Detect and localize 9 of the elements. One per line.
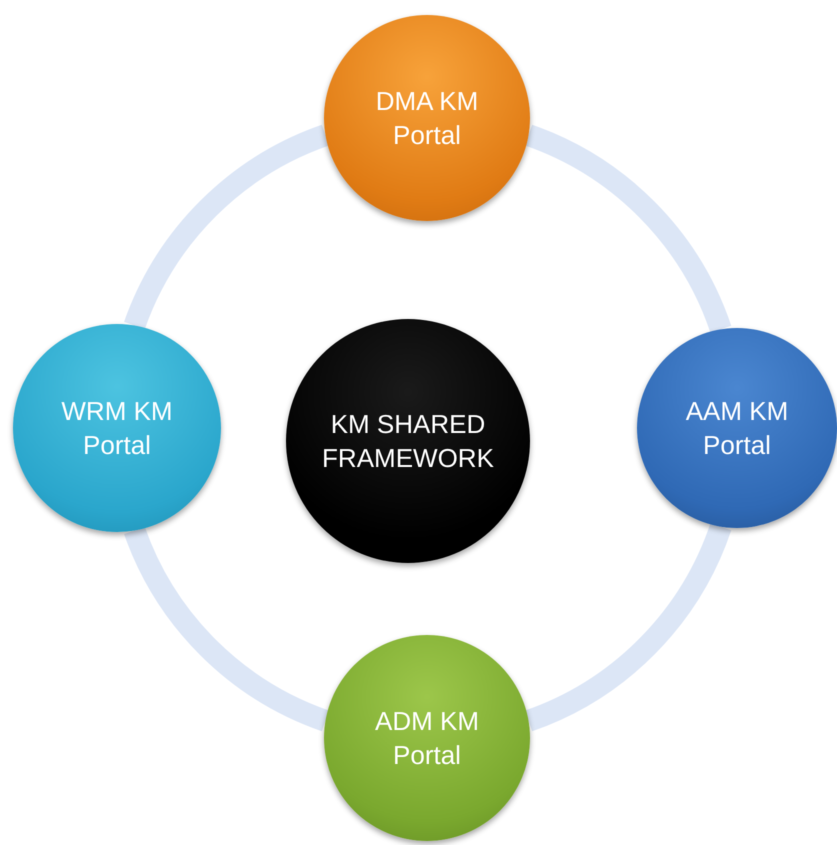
node-label: WRM KM Portal [60,395,174,462]
node-label: DMA KM Portal [374,85,480,152]
ring-connector [124,526,330,732]
ring-connector [524,124,732,334]
ring-connector [524,522,732,732]
ring-connector [124,124,330,330]
node-label: ADM KM Portal [374,705,480,772]
node-label: KM SHARED FRAMEWORK [321,408,495,475]
node-label: AAM KM Portal [684,395,790,462]
